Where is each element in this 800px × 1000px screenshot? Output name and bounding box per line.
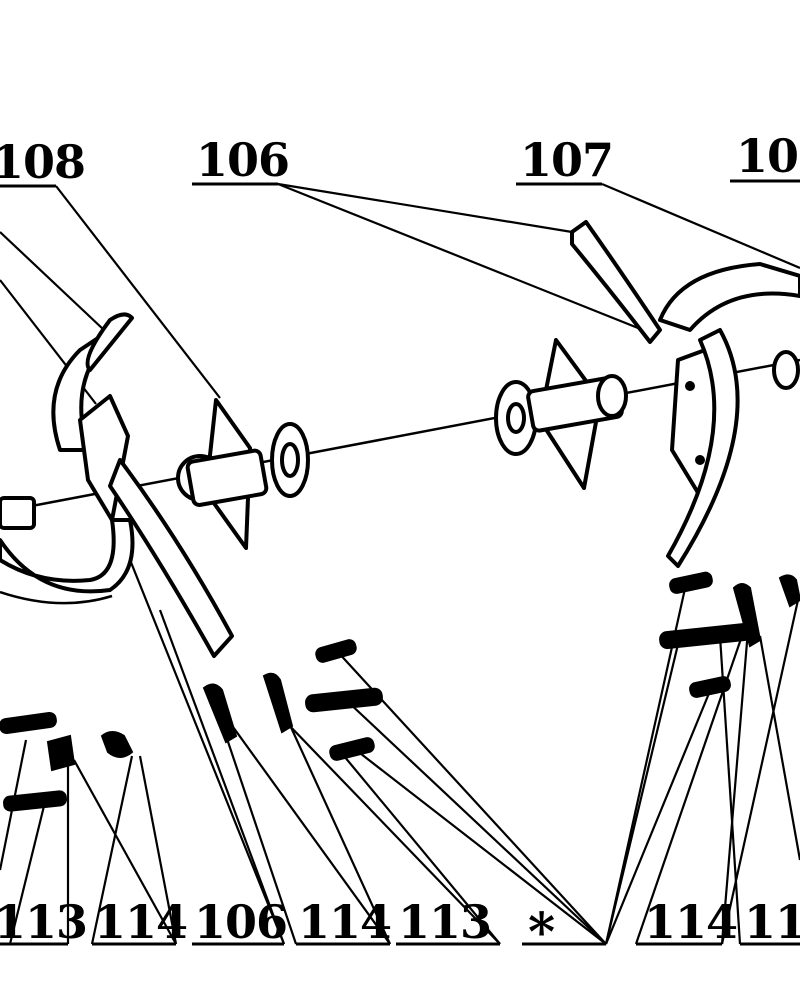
callout-114-bottom-2: 114 <box>298 895 391 949</box>
left-blade-assembly <box>0 312 234 658</box>
fastener-hardware <box>0 571 800 812</box>
right-flange-bearing <box>494 338 628 490</box>
leader-lines-top <box>0 182 800 405</box>
callout-106-top-left: 106 <box>196 133 289 187</box>
callout-107: 107 <box>520 133 613 187</box>
left-flange-bearing <box>176 398 310 550</box>
right-blade-assembly <box>570 220 800 568</box>
callout-106-top-right: 106 <box>736 129 800 183</box>
callout-106-bottom: 106 <box>194 895 287 949</box>
callout-113-bottom-3: 113 <box>744 895 800 949</box>
callout-113-bottom-1: 113 <box>0 895 87 949</box>
callout-113-bottom-2: 113 <box>398 895 491 949</box>
callout-star: * <box>528 902 555 963</box>
callout-108: 108 <box>0 135 85 189</box>
